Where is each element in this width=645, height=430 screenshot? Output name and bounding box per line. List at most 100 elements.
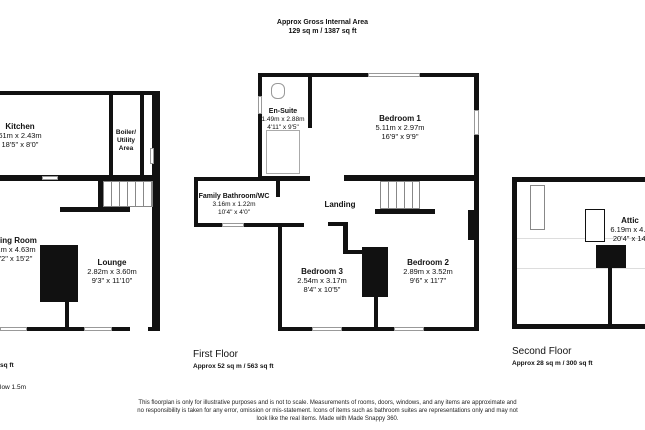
stairs (103, 181, 153, 207)
room-imperial: 10'4" x 4'0" (217, 209, 251, 216)
toilet-icon (271, 83, 285, 99)
wall (512, 177, 645, 182)
window (42, 176, 58, 180)
chimney-breast (40, 245, 78, 302)
room-name: Bedroom 3 (301, 267, 343, 276)
room-name: Lounge (97, 258, 127, 267)
window (84, 327, 112, 331)
wall (375, 209, 435, 214)
wall (98, 181, 103, 211)
room-name: ning Room (0, 236, 37, 245)
wall (608, 268, 612, 326)
room-imperial: 8'4" x 10'5" (303, 285, 341, 294)
room-name: Family Bathroom/WC (198, 193, 270, 200)
wall (276, 180, 280, 197)
room-name: Kitchen (5, 122, 35, 131)
wall (65, 300, 69, 330)
wall (0, 91, 160, 95)
second-floor-title: Second Floor (512, 346, 572, 357)
room-imperial: 20'4" x 14' (612, 234, 645, 243)
room-metric: 3.16m x 1.22m (212, 201, 256, 208)
room-imperial: 9'6" x 11'7" (409, 276, 447, 285)
window (0, 327, 27, 331)
room-name: Landing (324, 200, 356, 209)
room-imperial: 18'5" x 8'0" (1, 140, 39, 149)
room-imperial: 16'9" x 9'9" (381, 132, 419, 141)
room-metric: 61m x 2.43m (0, 131, 42, 140)
room-metric: 6.19m x 4.5 (610, 225, 645, 234)
gross-area-header: Approx Gross Internal Area 129 sq m / 13… (0, 18, 645, 36)
low-ceiling-line (517, 268, 645, 269)
chimney-breast (362, 247, 388, 297)
wall (374, 295, 378, 330)
room-imperial: '2" x 15'2" (0, 254, 33, 263)
window (474, 110, 479, 135)
wall (194, 177, 264, 181)
window (394, 327, 424, 331)
room-landing: Landing (324, 200, 355, 209)
room-metric: 1m x 4.63m (0, 245, 36, 254)
first-floor-title: First Floor (193, 349, 238, 360)
bath-icon (266, 130, 300, 174)
window (222, 223, 244, 227)
wall (343, 222, 348, 252)
wall (308, 73, 312, 128)
wall (343, 250, 373, 254)
wall (194, 223, 304, 227)
disclaimer: This floorplan is only for illustrative … (137, 400, 518, 422)
ground-floor-area: sq ft (0, 362, 14, 369)
chimney-breast (596, 245, 626, 268)
wall (328, 222, 348, 226)
room-metric: 5.11m x 2.97m (375, 123, 425, 132)
wall (468, 210, 476, 240)
first-floor-area: Approx 52 sq m / 563 sq ft (193, 363, 274, 370)
wall (278, 327, 479, 331)
wall (344, 175, 479, 181)
window (258, 96, 262, 114)
wall (0, 327, 160, 331)
wall (152, 91, 160, 331)
room-metric: 2.89m x 3.52m (403, 267, 453, 276)
gross-area-title: Approx Gross Internal Area (276, 19, 369, 26)
wall (474, 73, 479, 331)
skylight (530, 185, 545, 230)
room-metric: 1.49m x 2.88m (261, 116, 305, 123)
room-boiler: Boiler/ Utility Area (115, 129, 137, 152)
wall (258, 73, 262, 181)
wall (140, 91, 144, 177)
wall (0, 175, 160, 181)
wall (60, 207, 130, 212)
front-door (130, 327, 148, 331)
second-floor-area: Approx 28 sq m / 300 sq ft (512, 360, 593, 367)
gross-area-value: 129 sq m / 1387 sq ft (288, 28, 357, 35)
window (150, 148, 154, 164)
loft-ladder (585, 209, 605, 242)
room-name: Bedroom 2 (407, 258, 449, 267)
stairs (380, 181, 420, 209)
window (368, 73, 420, 77)
wall (278, 225, 282, 331)
room-name: Attic (621, 216, 639, 225)
wall (512, 324, 645, 329)
room-imperial: 9'3" x 11'10" (91, 276, 133, 285)
room-name: Bedroom 1 (379, 114, 421, 123)
room-metric: 2.54m x 3.17m (297, 276, 347, 285)
wall (194, 177, 198, 227)
room-imperial: 4'11" x 9'5" (267, 124, 299, 131)
wall (109, 91, 113, 177)
room-metric: 2.82m x 3.60m (87, 267, 137, 276)
window (312, 327, 342, 331)
wall (258, 176, 310, 181)
low-ceiling-line (517, 238, 645, 239)
room-name: En-Suite (268, 108, 298, 115)
